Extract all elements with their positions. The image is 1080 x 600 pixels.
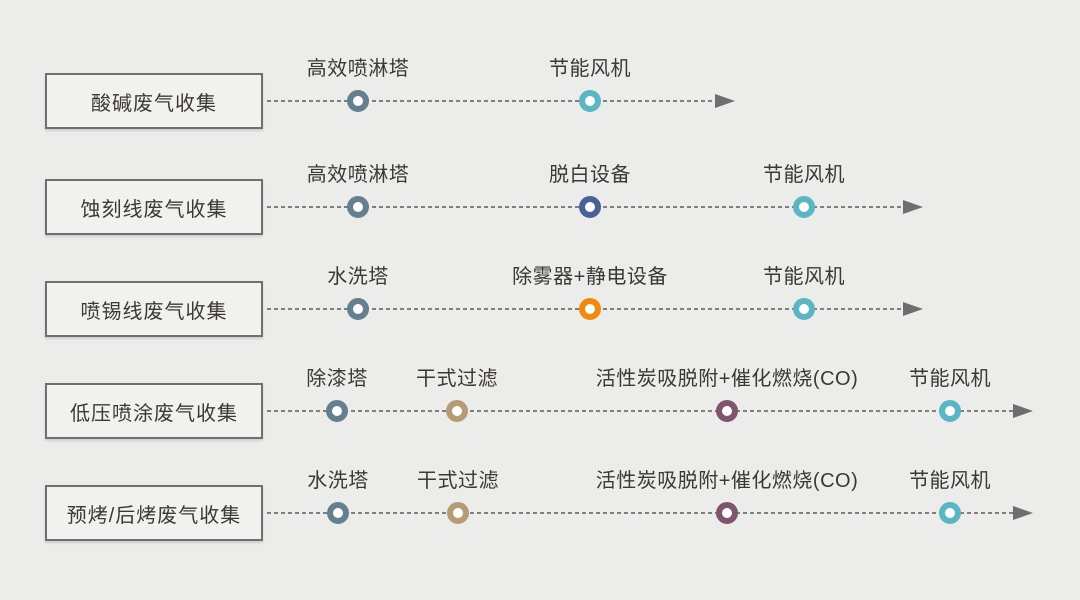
process-node-icon [347, 196, 369, 218]
process-node-icon [793, 196, 815, 218]
source-label: 喷锡线废气收集 [80, 300, 228, 323]
source-box: 预烤/后烤废气收集 [45, 485, 263, 541]
process-step-label: 水洗塔 [307, 470, 369, 492]
source-label: 预烤/后烤废气收集 [66, 504, 242, 527]
flow-line [267, 512, 1013, 514]
process-node-icon [347, 90, 369, 112]
process-node-icon [579, 196, 601, 218]
process-node-icon [716, 502, 738, 524]
process-step-label: 节能风机 [549, 58, 631, 80]
process-step-label: 活性炭吸脱附+催化燃烧(CO) [595, 470, 859, 492]
process-node-icon [447, 502, 469, 524]
source-box: 喷锡线废气收集 [45, 281, 263, 337]
process-step-label: 节能风机 [763, 164, 845, 186]
arrow-head-icon [903, 200, 923, 214]
process-step-label: 节能风机 [763, 266, 845, 288]
process-node-icon [579, 298, 601, 320]
flow-line [267, 100, 715, 102]
process-node-icon [446, 400, 468, 422]
process-node-icon [579, 90, 601, 112]
process-step-label: 节能风机 [909, 368, 991, 390]
process-step-label: 水洗塔 [327, 266, 389, 288]
arrow-head-icon [1013, 506, 1033, 520]
source-box: 酸碱废气收集 [45, 73, 263, 129]
source-box: 低压喷涂废气收集 [45, 383, 263, 439]
source-label: 蚀刻线废气收集 [80, 198, 228, 221]
arrow-head-icon [1013, 404, 1033, 418]
process-node-icon [793, 298, 815, 320]
flow-line [267, 410, 1013, 412]
arrow-head-icon [903, 302, 923, 316]
process-node-icon [326, 400, 348, 422]
arrow-head-icon [715, 94, 735, 108]
process-step-label: 干式过滤 [417, 470, 499, 492]
process-step-label: 节能风机 [909, 470, 991, 492]
process-node-icon [716, 400, 738, 422]
process-step-label: 活性炭吸脱附+催化燃烧(CO) [595, 368, 859, 390]
source-box: 蚀刻线废气收集 [45, 179, 263, 235]
source-label: 低压喷涂废气收集 [70, 402, 238, 425]
process-step-label: 高效喷淋塔 [306, 164, 410, 186]
process-step-label: 高效喷淋塔 [306, 58, 410, 80]
process-step-label: 除漆塔 [306, 368, 368, 390]
process-step-label: 除雾器+静电设备 [512, 266, 668, 288]
process-node-icon [347, 298, 369, 320]
process-step-label: 干式过滤 [416, 368, 498, 390]
process-node-icon [939, 502, 961, 524]
source-label: 酸碱废气收集 [91, 92, 217, 115]
process-node-icon [939, 400, 961, 422]
process-node-icon [327, 502, 349, 524]
process-step-label: 脱白设备 [549, 164, 631, 186]
